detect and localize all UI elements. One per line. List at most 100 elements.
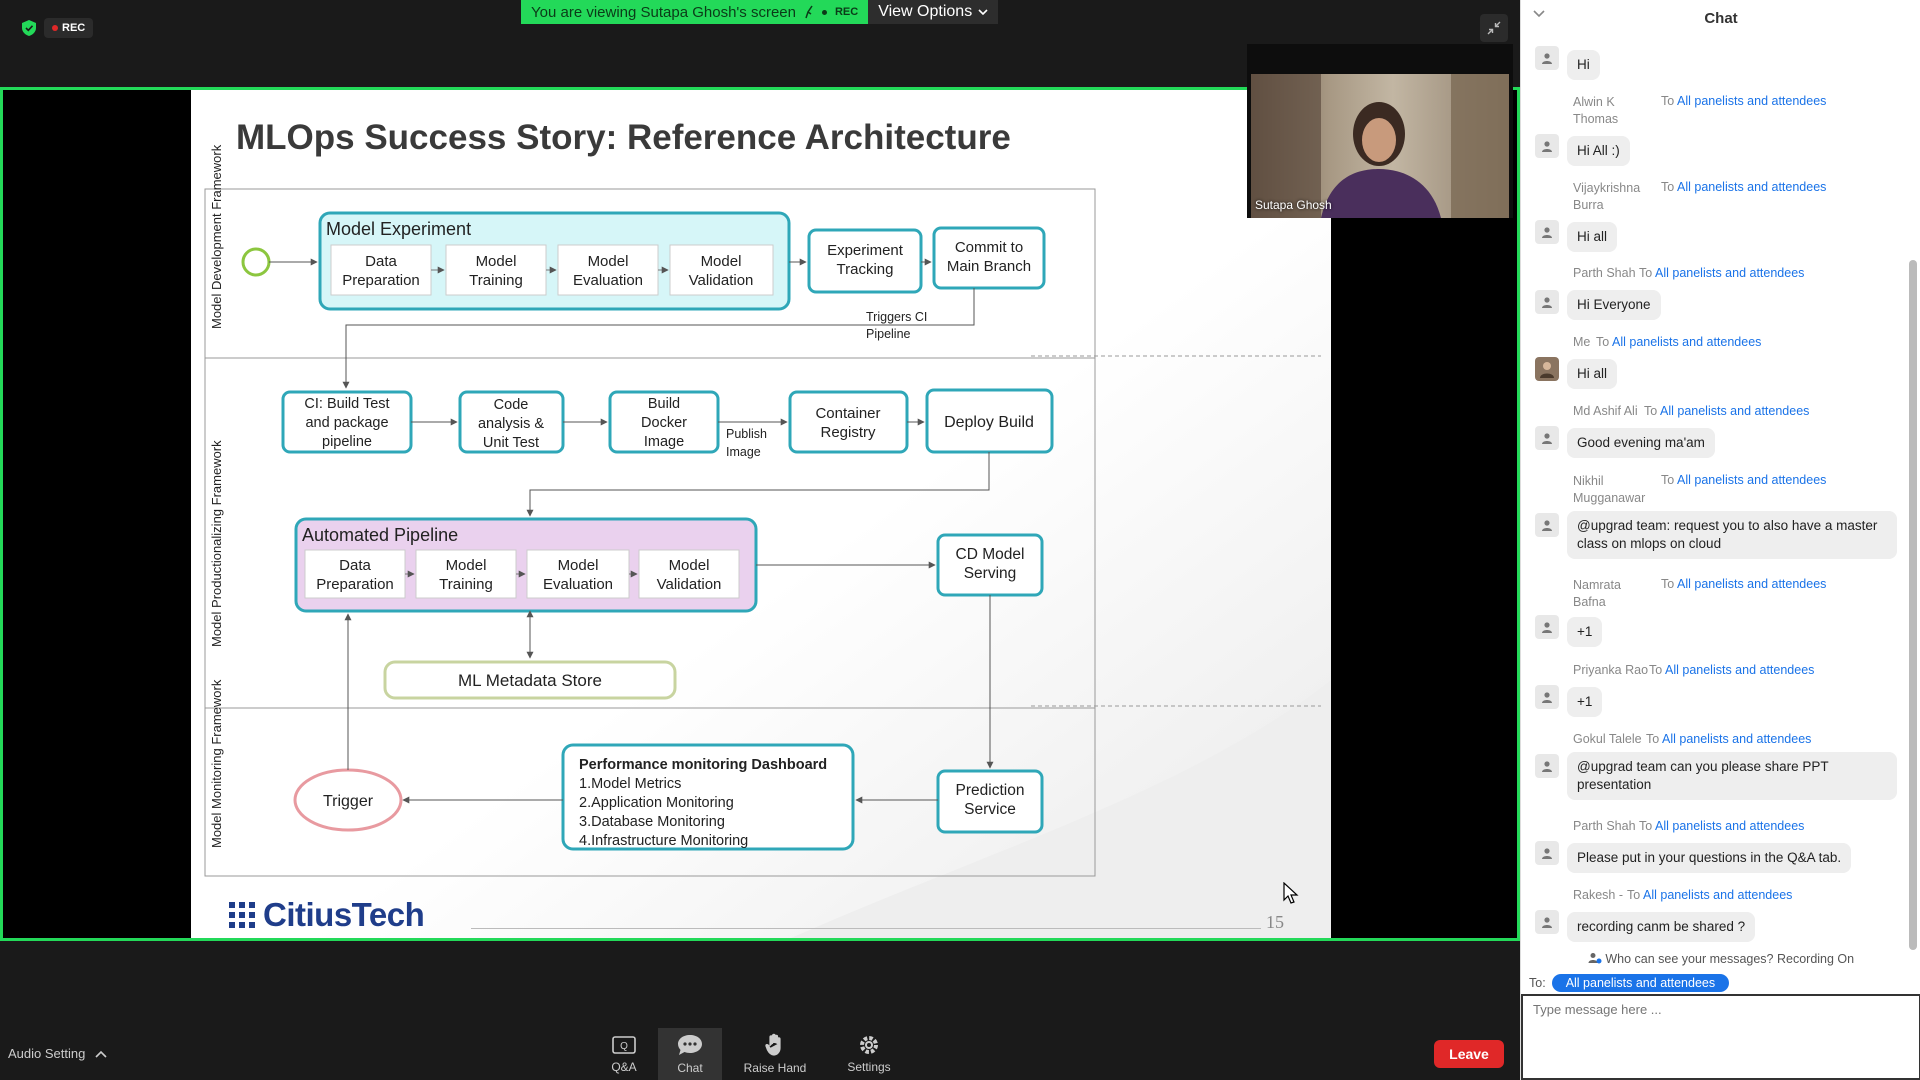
participant-video-tile[interactable]: Sutapa Ghosh xyxy=(1247,44,1513,218)
message-sender: Priyanka Rao xyxy=(1573,663,1649,677)
user-icon xyxy=(1542,297,1552,308)
to-prefix: To xyxy=(1639,819,1653,833)
lane-label-dev: Model Development Framework xyxy=(209,144,224,329)
to-prefix: To xyxy=(1661,180,1675,194)
to-prefix: To xyxy=(1639,266,1653,280)
chevron-down-icon[interactable] xyxy=(1533,10,1545,18)
slide-title: MLOps Success Story: Reference Architect… xyxy=(236,118,1011,157)
message-recipient-line: To All panelists and attendees xyxy=(1596,335,1761,349)
to-prefix: To xyxy=(1661,577,1675,591)
message-recipient[interactable]: All panelists and attendees xyxy=(1677,577,1827,591)
raise-hand-button[interactable]: Raise Hand xyxy=(737,1028,813,1080)
message-recipient-line: To All panelists and attendees xyxy=(1644,404,1809,418)
view-options-button[interactable]: View Options xyxy=(868,0,999,24)
message-recipient[interactable]: All panelists and attendees xyxy=(1643,888,1793,902)
chat-scrollbar[interactable] xyxy=(1909,260,1917,950)
commit-box xyxy=(932,226,1046,290)
message-bubble: Please put in your questions in the Q&A … xyxy=(1567,843,1852,873)
people-icon xyxy=(1588,953,1602,964)
to-prefix: To xyxy=(1646,732,1660,746)
leave-button[interactable]: Leave xyxy=(1434,1040,1504,1068)
message-sender: Rakesh - xyxy=(1573,888,1624,902)
audio-setting-button[interactable]: Audio Setting xyxy=(8,1046,107,1061)
settings-label: Settings xyxy=(847,1060,891,1074)
trigger-label: Trigger xyxy=(323,793,374,810)
chat-input[interactable] xyxy=(1533,1002,1909,1017)
message-recipient[interactable]: All panelists and attendees xyxy=(1665,663,1815,677)
avatar xyxy=(1535,910,1559,934)
lane-label-prod: Model Productionalizing Framework xyxy=(209,440,224,647)
message-recipient[interactable]: All panelists and attendees xyxy=(1660,404,1810,418)
participant-video xyxy=(1251,74,1509,218)
message-recipient[interactable]: All panelists and attendees xyxy=(1677,473,1827,487)
to-label: To: xyxy=(1529,976,1546,990)
message-recipient[interactable]: All panelists and attendees xyxy=(1655,819,1805,833)
settings-button[interactable]: Settings xyxy=(837,1028,901,1080)
viewing-rec-label: REC xyxy=(834,6,859,18)
exit-fullscreen-button[interactable] xyxy=(1480,14,1508,42)
message-recipient[interactable]: All panelists and attendees xyxy=(1662,732,1812,746)
message-bubble: Good evening ma'am xyxy=(1567,428,1715,458)
message-recipient-line: To All panelists and attendees xyxy=(1661,94,1826,108)
message-recipient[interactable]: All panelists and attendees xyxy=(1655,266,1805,280)
message-sender: Alwin K Thomas xyxy=(1573,95,1619,126)
message-sender: Me xyxy=(1573,335,1591,349)
slide-number: 15 xyxy=(1266,912,1284,932)
message-sender: Vijaykrishna Burra xyxy=(1573,181,1641,212)
avatar xyxy=(1535,615,1559,639)
chat-message-list[interactable]: Hi Alwin K Thomas To All panelists and a… xyxy=(1521,40,1905,945)
privacy-line[interactable]: Who can see your messages? Recording On xyxy=(1521,952,1920,966)
recipient-select[interactable]: All panelists and attendees xyxy=(1551,974,1730,992)
to-prefix: To xyxy=(1644,404,1658,418)
flow-arrow xyxy=(526,452,990,517)
avatar xyxy=(1535,841,1559,865)
user-icon xyxy=(1542,848,1552,859)
automated-steps xyxy=(304,549,740,599)
mouse-cursor-icon xyxy=(1283,882,1299,904)
shield-icon xyxy=(22,20,36,36)
lane-label-mon: Model Monitoring Framework xyxy=(209,679,224,848)
message-sender: Namrata Bafna xyxy=(1573,578,1621,609)
experiment-steps xyxy=(330,244,774,296)
message-sender: Md Ashif Ali xyxy=(1573,404,1638,418)
svg-text:Q: Q xyxy=(620,1041,628,1052)
rec-dot-icon xyxy=(821,9,827,15)
raise-hand-icon xyxy=(765,1033,781,1056)
avatar xyxy=(1535,357,1559,381)
rec-dot-icon xyxy=(52,25,58,31)
avatar xyxy=(1535,290,1559,314)
message-bubble: recording canm be shared ? xyxy=(1567,912,1756,942)
message-bubble: Hi xyxy=(1567,50,1600,80)
shared-screen[interactable]: MLOps Success Story: Reference Architect… xyxy=(0,87,1520,941)
message-bubble: +1 xyxy=(1567,617,1603,647)
message-bubble: Hi all xyxy=(1567,359,1618,389)
message-recipient[interactable]: All panelists and attendees xyxy=(1677,180,1827,194)
viewing-text: You are viewing Sutapa Ghosh's screen xyxy=(531,3,796,21)
gear-icon xyxy=(860,1036,878,1054)
meeting-toolbar: Audio Setting Q Q&A Chat Raise Hand Sett… xyxy=(0,1028,1520,1080)
viewing-status: You are viewing Sutapa Ghosh's screen RE… xyxy=(521,0,869,24)
annotate-icon xyxy=(805,5,813,19)
chat-input-box[interactable] xyxy=(1521,994,1920,1080)
view-options-label: View Options xyxy=(878,3,973,20)
chat-button[interactable]: Chat xyxy=(658,1028,722,1080)
to-prefix: To xyxy=(1596,335,1610,349)
avatar xyxy=(1535,426,1559,450)
exp-step-0-line2: Preparation xyxy=(342,272,420,289)
chat-icon xyxy=(678,1035,702,1055)
message-recipient[interactable]: All panelists and attendees xyxy=(1612,335,1762,349)
message-sender: Parth Shah xyxy=(1573,819,1636,833)
message-recipient[interactable]: All panelists and attendees xyxy=(1677,94,1827,108)
qa-button[interactable]: Q Q&A xyxy=(592,1028,656,1080)
